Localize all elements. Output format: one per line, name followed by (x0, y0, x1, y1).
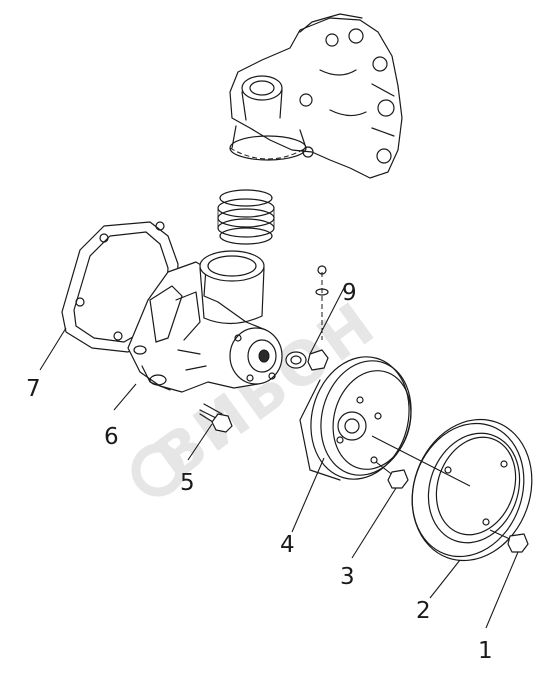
pulley (371, 418, 533, 562)
bolt-5 (199, 403, 233, 433)
leader-lines (39, 283, 519, 629)
pulley-hub (299, 356, 412, 481)
callout-6: 6 (104, 424, 119, 450)
callout-5: 5 (180, 470, 195, 496)
callout-9: 9 (342, 280, 357, 306)
callout-4: 4 (280, 532, 295, 558)
o-ring-and-plug (285, 265, 329, 371)
callout-7: 7 (26, 376, 41, 402)
thermostat (217, 189, 275, 245)
callout-1: 1 (478, 638, 493, 664)
callout-labels: 1 2 3 4 5 6 7 9 (26, 280, 493, 664)
bolt-3 (375, 461, 409, 489)
callout-2: 2 (416, 598, 431, 624)
thermostat-housing (229, 13, 403, 179)
callout-3: 3 (340, 564, 355, 590)
water-pump-body (127, 250, 283, 393)
bolt-1 (489, 529, 529, 553)
